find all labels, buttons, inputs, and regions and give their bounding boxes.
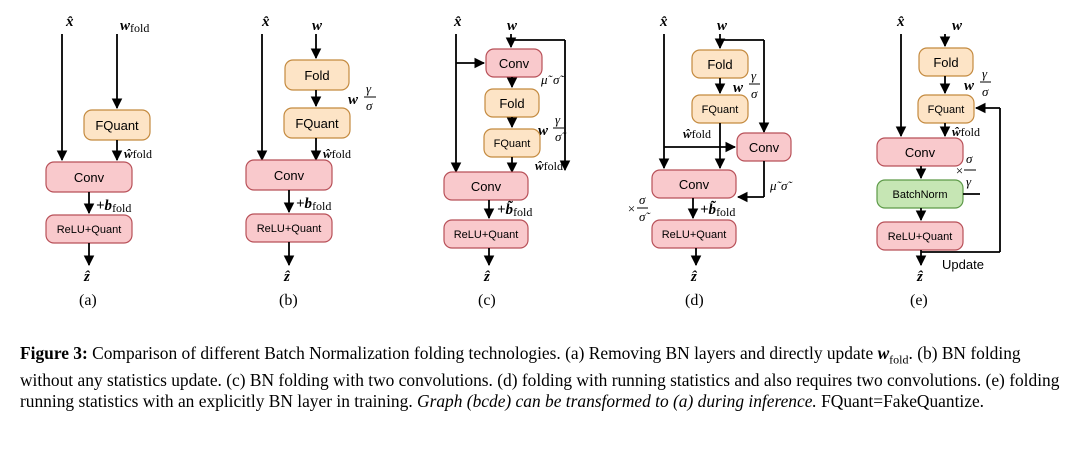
fold-label: Fold (304, 68, 329, 83)
caption-text-2: . (b) BN folding without any statistics … (20, 343, 1060, 412)
caption-text-1: Comparison of different Batch Normalizat… (87, 343, 878, 363)
x-hat-input: x̂ (896, 14, 905, 30)
panel-label-c: (c) (478, 292, 496, 309)
fquant-label: FQuant (928, 104, 965, 116)
fold-block (918, 47, 974, 77)
panel-label-d: (d) (685, 292, 704, 309)
w-hat-fold-label: ŵfold (534, 158, 563, 173)
w-hat-fold-label: ŵfold (951, 124, 980, 139)
panel-d: x̂ w Fold w γ σ FQuant ŵfold Conv μ̃ σ̃ … (627, 14, 793, 309)
bias-fold-label: +b̃fold (700, 200, 735, 219)
x-hat-input: x̂ (659, 14, 668, 30)
sigma-tilde-label: σ̃ (553, 72, 565, 87)
conv-label: Conv (274, 168, 305, 183)
fold-label: Fold (499, 96, 524, 111)
z-hat-output: ẑ (690, 269, 698, 285)
caption-label: Figure 3: (20, 343, 88, 363)
caption-wfold: wfold (877, 343, 909, 367)
conv-block (876, 137, 964, 167)
bias-fold-label: +bfold (96, 198, 131, 215)
w-scale-w: w (348, 92, 359, 108)
conv-label: Conv (905, 145, 936, 160)
bias-fold-label: +b̃fold (497, 200, 532, 219)
figure-caption: Figure 3: Comparison of different Batch … (20, 343, 1060, 412)
gamma-label: γ (555, 112, 561, 127)
w-input: w (952, 18, 963, 34)
x-hat-input: x̂ (261, 14, 270, 30)
conv-block (485, 48, 543, 78)
sigma-label: σ (751, 86, 758, 101)
gamma-label: γ (366, 81, 372, 96)
panel-label-e: (e) (910, 292, 928, 309)
relu-quant-label: ReLU+Quant (662, 229, 727, 241)
relu-quant-label: ReLU+Quant (257, 223, 322, 235)
relu-quant-label: ReLU+Quant (888, 231, 953, 243)
fquant-label: FQuant (494, 138, 531, 150)
w-input: w (312, 18, 323, 34)
relu-quant-label: ReLU+Quant (454, 229, 519, 241)
sigma-tilde-label: σ̃ (781, 178, 793, 193)
w-scale-w: w (538, 123, 549, 139)
panel-e: x̂ w Fold w γ σ FQuant ŵfold Conv σ × γ … (876, 14, 1001, 309)
w-hat-fold-label: ŵfold (322, 146, 351, 161)
gamma-label: γ (982, 66, 988, 81)
conv-label: Conv (74, 170, 105, 185)
w-input: w (507, 18, 518, 34)
relu-quant-block (443, 219, 529, 249)
z-hat-output: ẑ (283, 269, 291, 285)
sigma-label: σ (966, 151, 973, 166)
fquant-label: FQuant (95, 118, 139, 133)
conv-block-2 (443, 171, 529, 201)
w-hat-fold-label: ŵfold (682, 126, 711, 141)
relu-quant-block (876, 221, 964, 251)
fold-block (284, 59, 350, 91)
w-hat-fold-label: ŵfold (123, 146, 152, 161)
panel-c: x̂ w Conv μ̃ σ̃ Fold w γ σ̃ FQuant ŵfold… (443, 14, 571, 309)
fquant-label: FQuant (702, 104, 739, 116)
sigma-label: σ (366, 98, 373, 113)
mu-tilde-label: μ̃ (540, 72, 554, 87)
conv-label: Conv (749, 140, 780, 155)
times-label: × (955, 163, 964, 178)
sigma-label: σ (982, 84, 989, 99)
conv-label: Conv (499, 56, 530, 71)
panel-label-a: (a) (79, 292, 97, 309)
bias-fold-label: +bfold (296, 196, 331, 213)
fquant-block (917, 94, 975, 124)
sigma-label: σ (639, 192, 646, 207)
relu-quant-label: ReLU+Quant (57, 224, 122, 236)
conv-block-2 (651, 169, 737, 199)
update-label: Update (942, 257, 984, 272)
panel-label-b: (b) (279, 292, 298, 309)
fquant-label: FQuant (295, 116, 339, 131)
sigma-tilde-label: σ̃ (639, 209, 651, 224)
fquant-block (283, 107, 351, 139)
bn-folding-diagram: x̂ wfold FQuant ŵfold Conv +bfold ReLU+Q… (45, 14, 1001, 309)
gamma-label: γ (966, 174, 972, 189)
conv-label: Conv (679, 177, 710, 192)
gamma-label: γ (751, 68, 757, 83)
x-hat-input: x̂ (453, 14, 462, 30)
caption-italic: Graph (bcde) can be transformed to (a) d… (417, 391, 817, 412)
w-fold-input: wfold (120, 18, 149, 35)
conv-label: Conv (471, 179, 502, 194)
times-label: × (627, 201, 636, 216)
fold-label: Fold (933, 55, 958, 70)
z-hat-output: ẑ (916, 269, 924, 285)
relu-quant-block (651, 219, 737, 249)
w-scale-w: w (964, 78, 975, 94)
panel-b: x̂ w Fold w γ σ FQuant ŵfold Conv +bfold… (245, 14, 376, 309)
w-scale-w: w (733, 80, 744, 96)
caption-text-3: FQuant=FakeQuantize. (816, 391, 985, 412)
z-hat-output: ẑ (83, 269, 91, 285)
x-hat-input: x̂ (65, 14, 74, 30)
w-input: w (717, 18, 728, 34)
batchnorm-label: BatchNorm (892, 189, 947, 201)
z-hat-output: ẑ (483, 269, 491, 285)
fold-label: Fold (707, 57, 732, 72)
panel-a: x̂ wfold FQuant ŵfold Conv +bfold ReLU+Q… (45, 14, 152, 309)
